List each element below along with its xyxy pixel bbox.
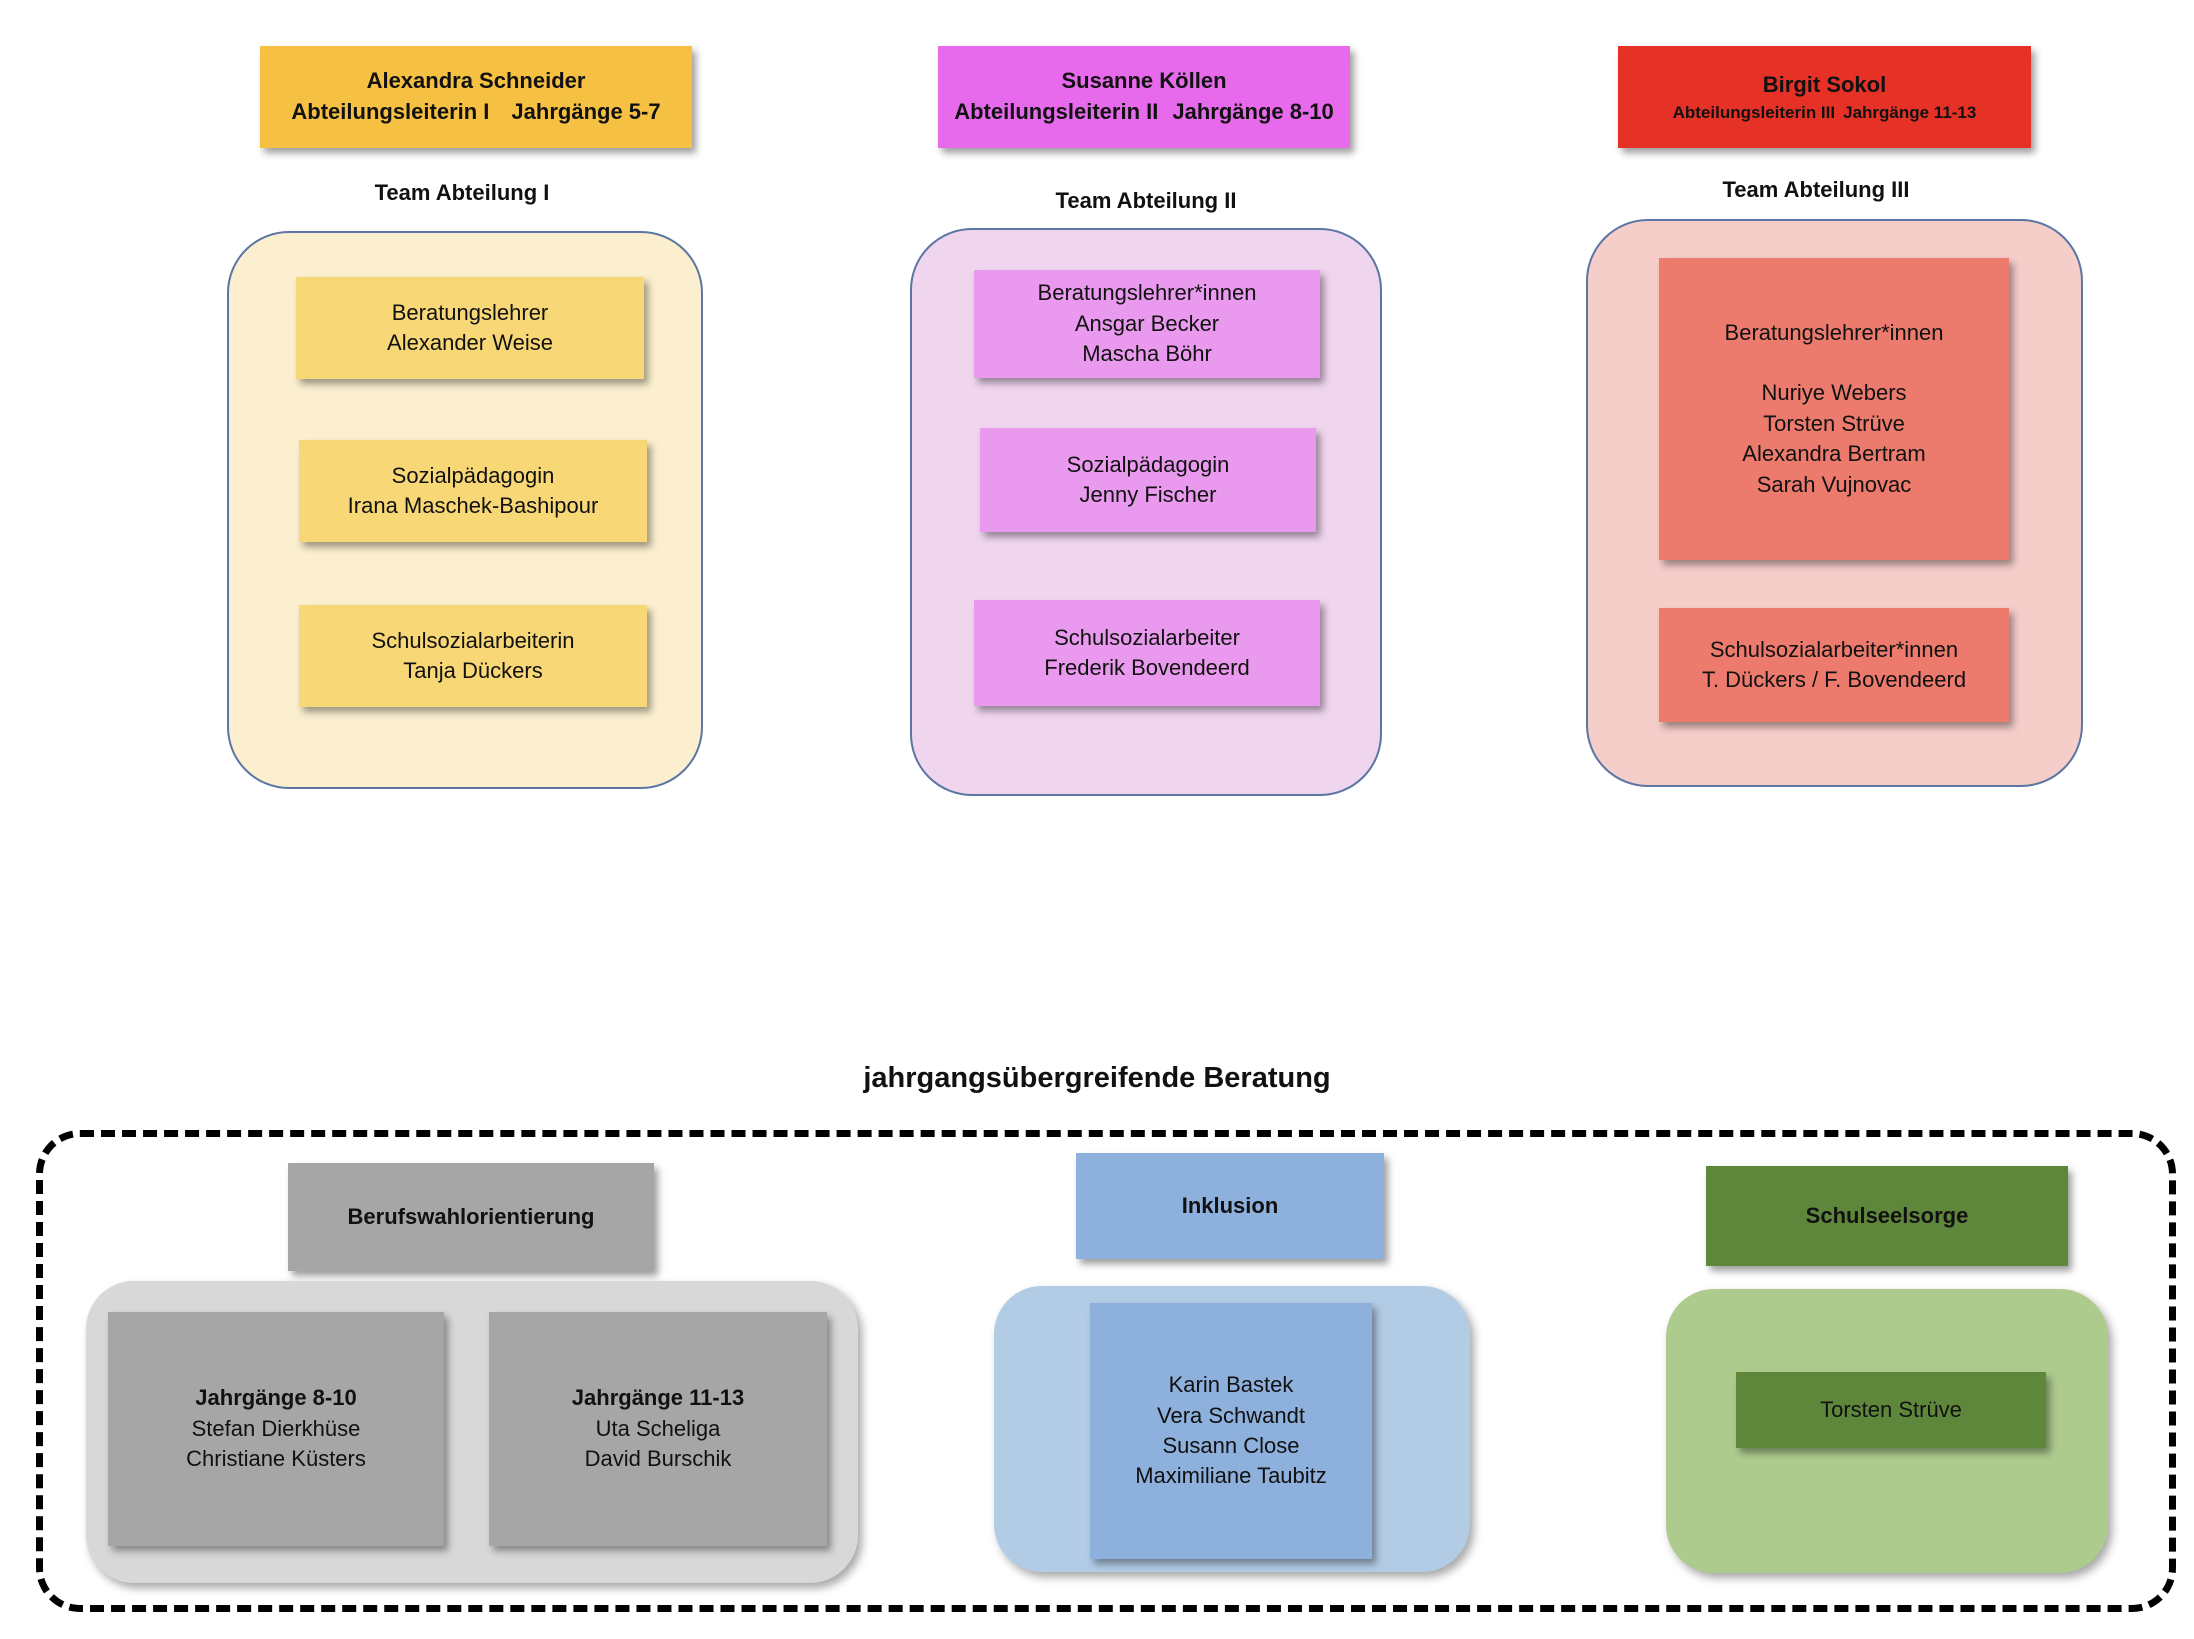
leader-box-1: Alexandra Schneider Abteilungsleiterin I… [260, 46, 692, 148]
team-1-box-3: Schulsozialarbeiterin Tanja Dückers [299, 605, 647, 707]
group-1-box-2-title: Jahrgänge 11-13 [571, 1385, 745, 1411]
team-3-box-2-line-2: T. Dückers / F. Bovendeerd [1701, 667, 1967, 692]
leader-3-years: Jahrgänge 11-13 [1843, 102, 1977, 122]
team-2-box-1: Beratungslehrer*innen Ansgar Becker Masc… [974, 270, 1320, 378]
leader-2-name: Susanne Köllen [1061, 68, 1227, 94]
team-3-box-1-title: Beratungslehrer*innen [1724, 320, 1944, 346]
team-3-box-1-line-4: Sarah Vujnovac [1756, 471, 1912, 497]
leader-1-role: Abteilungsleiterin I [291, 99, 490, 124]
team-1-box-2: Sozialpädagogin Irana Maschek-Bashipour [299, 440, 647, 542]
cross-section-frame [36, 1130, 2176, 1612]
group-1-box-1-title: Jahrgänge 8-10 [195, 1385, 357, 1411]
team-1-box-1-line-1: Beratungslehrer [391, 299, 549, 325]
group-2-box-1: Karin Bastek Vera Schwandt Susann Close … [1090, 1303, 1372, 1559]
group-2-box-1-line-4: Maximiliane Taubitz [1135, 1463, 1327, 1489]
team-2-box-3-line-1: Schulsozialarbeiter [1054, 624, 1240, 650]
group-1-heading-text: Berufswahlorientierung [347, 1203, 595, 1229]
team-2-label: Team Abteilung II [1055, 188, 1237, 213]
group-3-heading-text: Schulseelsorge [1805, 1202, 1969, 1228]
team-1-box-1-line-2: Alexander Weise [387, 330, 553, 355]
leader-1-name: Alexandra Schneider [366, 68, 586, 94]
team-2-box-1-line-2: Ansgar Becker [1074, 310, 1220, 336]
leader-3-role: Abteilungsleiterin III [1672, 102, 1836, 122]
team-3-label: Team Abteilung III [1722, 177, 1910, 202]
group-1-box-2-line-1: Uta Scheliga [595, 1415, 721, 1441]
team-3-box-1: Beratungslehrer*innen Nuriye Webers Tors… [1659, 258, 2009, 560]
leader-2-years: Jahrgänge 8-10 [1172, 99, 1334, 124]
team-1-box-3-line-1: Schulsozialarbeiterin [371, 627, 575, 653]
group-3-box-1-line-1: Torsten Strüve [1820, 1396, 1962, 1422]
team-2-box-2-line-2: Jenny Fischer [1079, 482, 1217, 507]
team-2-box-3-line-2: Frederik Bovendeerd [1044, 655, 1250, 680]
group-2-box-1-line-1: Karin Bastek [1168, 1372, 1294, 1398]
group-1-box-1-line-1: Stefan Dierkhüse [191, 1415, 361, 1441]
team-3-box-1-line-1: Nuriye Webers [1761, 380, 1907, 406]
team-2-box-1-line-3: Mascha Böhr [1082, 341, 1212, 367]
team-1-box-2-line-1: Sozialpädagogin [391, 462, 555, 488]
team-2-box-2: Sozialpädagogin Jenny Fischer [980, 428, 1316, 532]
group-1-box-1: Jahrgänge 8-10 Stefan Dierkhüse Christia… [108, 1312, 444, 1546]
team-3-box-1-line-3: Alexandra Bertram [1742, 441, 1926, 467]
leader-3-name: Birgit Sokol [1762, 71, 1887, 97]
group-2-box-1-line-2: Vera Schwandt [1157, 1402, 1305, 1428]
group-1-box-1-line-2: Christiane Küsters [186, 1446, 366, 1472]
team-3-box-1-line-2: Torsten Strüve [1763, 410, 1905, 436]
group-1-heading: Berufswahlorientierung [288, 1163, 654, 1271]
group-1-box-2-line-2: David Burschik [584, 1446, 732, 1472]
team-2-box-2-line-1: Sozialpädagogin [1066, 451, 1230, 477]
team-2-box-1-line-1: Beratungslehrer*innen [1037, 280, 1257, 306]
team-3-box-2: Schulsozialarbeiter*innen T. Dückers / F… [1659, 608, 2009, 722]
team-1-label: Team Abteilung I [374, 180, 550, 205]
group-2-heading: Inklusion [1076, 1153, 1384, 1259]
group-1-box-2: Jahrgänge 11-13 Uta Scheliga David Bursc… [489, 1312, 827, 1546]
leader-box-3: Birgit Sokol Abteilungsleiterin III Jahr… [1618, 46, 2031, 148]
leader-box-2: Susanne Köllen Abteilungsleiterin II Jah… [938, 46, 1350, 148]
team-3-box-2-line-1: Schulsozialarbeiter*innen [1709, 636, 1959, 662]
cross-section-title: jahrgangsübergreifende Beratung [863, 1062, 1331, 1094]
team-1-box-1: Beratungslehrer Alexander Weise [296, 277, 644, 379]
team-2-box-3: Schulsozialarbeiter Frederik Bovendeerd [974, 600, 1320, 706]
leader-1-years: Jahrgänge 5-7 [511, 99, 661, 124]
leader-2-role: Abteilungsleiterin II [954, 99, 1159, 124]
team-1-box-2-line-2: Irana Maschek-Bashipour [347, 493, 599, 518]
team-1-box-3-line-2: Tanja Dückers [403, 658, 543, 683]
group-3-box-1: Torsten Strüve [1736, 1372, 2046, 1448]
group-2-box-1-line-3: Susann Close [1162, 1433, 1300, 1458]
group-2-heading-text: Inklusion [1181, 1192, 1279, 1218]
group-3-heading: Schulseelsorge [1706, 1166, 2068, 1266]
